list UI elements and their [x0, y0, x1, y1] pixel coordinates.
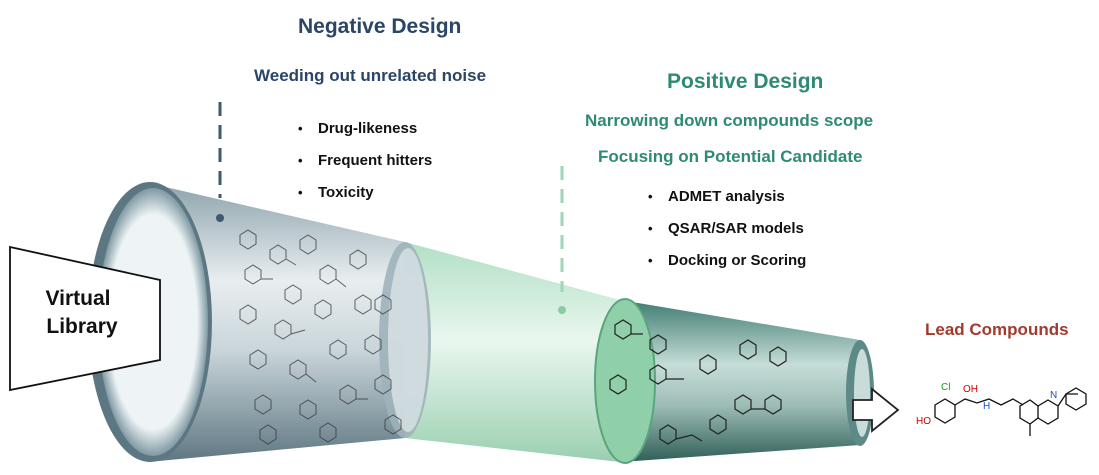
tube-green-body	[405, 242, 620, 462]
atom-cl: Cl	[941, 382, 950, 393]
list-item: •ADMET analysis	[648, 188, 785, 205]
negative-design-list: •Drug-likeness •Frequent hitters •Toxici…	[298, 118, 432, 214]
molecule-cloud-1	[239, 229, 402, 445]
virtual-library-box	[9, 245, 161, 392]
list-item: •QSAR/SAR models	[648, 220, 804, 237]
green-opening	[594, 298, 656, 464]
atom-oh: OH	[963, 384, 978, 395]
positive-design-subtitle-1: Narrowing down compounds scope	[585, 111, 874, 130]
tube-gray-body	[148, 183, 405, 462]
positive-design-list: •ADMET analysis •QSAR/SAR models •Dockin…	[648, 186, 806, 282]
output-arrow	[852, 387, 900, 433]
list-item: •Drug-likeness	[298, 120, 418, 137]
list-item: •Docking or Scoring	[648, 252, 807, 269]
lead-compounds-label: Lead Compounds	[925, 320, 1069, 339]
negative-design-subtitle: Weeding out unrelated noise	[254, 66, 487, 85]
list-item: •Toxicity	[298, 184, 374, 201]
tube-teal-body	[620, 300, 860, 462]
virtual-library-line-1: Virtual	[46, 287, 111, 310]
molecule-cloud-2	[609, 319, 787, 445]
positive-design-title: Positive Design	[667, 70, 824, 93]
negative-design-title: Negative Design	[298, 15, 462, 38]
positive-design-subtitle-2: Focusing on Potential Candidate	[598, 147, 863, 166]
virtual-library-line-2: Library	[46, 315, 118, 338]
atom-h: H	[983, 401, 990, 412]
atom-ho: HO	[916, 416, 931, 427]
list-item: •Frequent hitters	[298, 152, 433, 169]
atom-n: N	[1050, 390, 1057, 401]
lead-compound-structures	[934, 387, 1087, 436]
